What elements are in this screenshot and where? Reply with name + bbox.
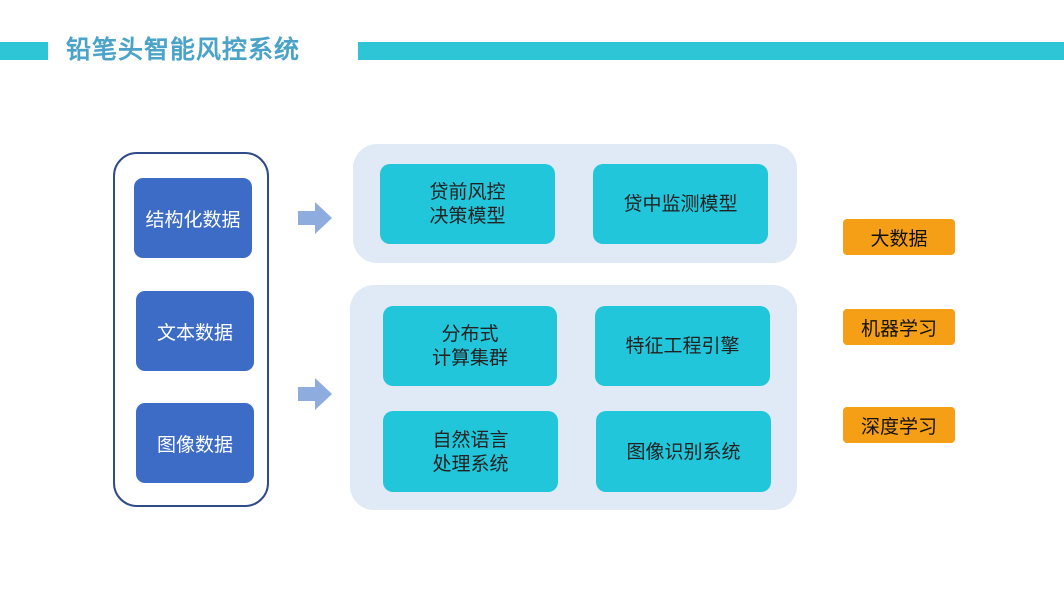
tag-big-data: 大数据 — [843, 219, 955, 255]
page-title: 铅笔头智能风控系统 — [66, 35, 301, 64]
module-label-line2: 决策模型 — [429, 205, 506, 227]
data-source-label: 结构化数据 — [145, 208, 241, 231]
module-label-line2: 计算集群 — [431, 347, 508, 369]
data-source-group: 结构化数据 文本数据 图像数据 — [113, 152, 269, 507]
tag-deep-learning: 深度学习 — [843, 407, 955, 443]
data-source-image: 图像数据 — [136, 403, 254, 483]
data-source-label: 文本数据 — [156, 321, 233, 344]
module-label-line1: 分布式 — [441, 323, 499, 345]
engine-panel: 分布式 计算集群 特征工程引擎 自然语言 处理系统 图像识别系统 — [350, 285, 797, 510]
module-label-line1: 图像识别系统 — [626, 440, 741, 463]
tag-label: 大数据 — [870, 227, 928, 250]
module-distributed-computing-cluster: 分布式 计算集群 — [383, 306, 557, 386]
data-source-structured: 结构化数据 — [134, 178, 252, 258]
data-source-text: 文本数据 — [136, 291, 254, 371]
module-label-line2: 处理系统 — [432, 452, 509, 475]
tag-label: 机器学习 — [860, 317, 937, 340]
module-label-line1: 特征工程引擎 — [625, 335, 740, 357]
module-label-line1: 自然语言 — [432, 428, 509, 451]
tag-label: 深度学习 — [860, 415, 937, 438]
header-accent-bar-right — [358, 42, 1064, 60]
right-arrow-icon — [298, 378, 332, 410]
header-accent-bar-left — [0, 42, 48, 60]
risk-model-panel: 贷前风控 决策模型 贷中监测模型 — [353, 144, 797, 263]
module-feature-engineering-engine: 特征工程引擎 — [595, 306, 770, 386]
right-arrow-icon — [298, 202, 332, 234]
tag-machine-learning: 机器学习 — [843, 309, 955, 345]
module-label-line1: 贷前风控 — [429, 181, 506, 203]
data-source-label: 图像数据 — [156, 433, 233, 456]
module-in-loan-monitoring-model: 贷中监测模型 — [593, 164, 768, 244]
module-label-line1: 贷中监测模型 — [623, 193, 738, 215]
module-image-recognition-system: 图像识别系统 — [596, 411, 771, 492]
module-nlp-system: 自然语言 处理系统 — [383, 411, 558, 492]
module-pre-loan-decision-model: 贷前风控 决策模型 — [380, 164, 555, 244]
